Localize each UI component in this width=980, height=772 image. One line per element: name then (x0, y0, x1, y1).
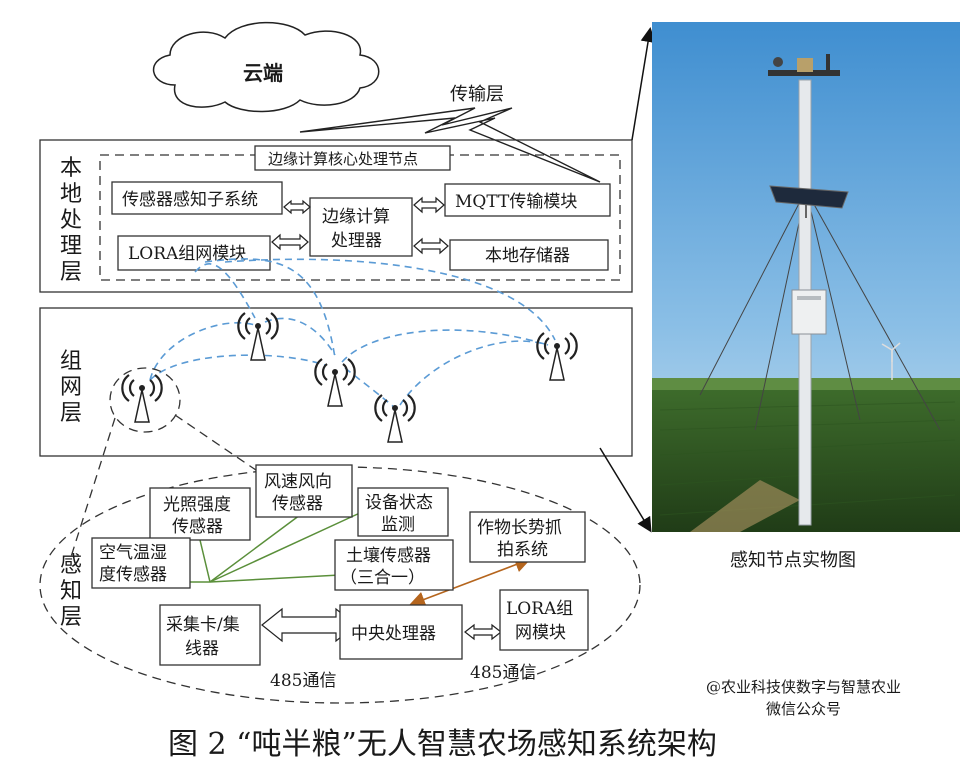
crop-capture-label-2: 拍系统 (497, 540, 548, 560)
svg-text:层: 层 (60, 401, 82, 426)
sensing-node-photo (652, 22, 960, 532)
sensing-layer-ellipse (39, 466, 641, 704)
network-layer-box (39, 307, 633, 457)
zoom-line-left (69, 417, 116, 561)
soil-sensor-box (334, 539, 454, 591)
sensor-subsystem-box (111, 181, 283, 215)
edge-node-title: 边缘计算核心处理节点 (268, 150, 418, 168)
photo-pointer-top (631, 27, 656, 141)
device-monitor-box (357, 487, 449, 537)
sensor-subsystem-label: 传感器感知子系统 (122, 190, 258, 210)
svg-text:层: 层 (60, 260, 82, 285)
sensing-lora-box (499, 589, 589, 651)
crop-capture-box (469, 511, 586, 563)
sensing-lora-label-1: LORA组 (506, 599, 573, 619)
svg-text:理: 理 (60, 234, 82, 259)
edge-processor-box (309, 197, 413, 257)
svg-text:本: 本 (60, 156, 82, 181)
wind-sensor-label-1: 风速风向 (264, 472, 332, 492)
svg-text:处: 处 (60, 208, 82, 233)
sensing-lora-label-2: 网模块 (515, 623, 566, 643)
radio-links (149, 258, 556, 409)
svg-text:层: 层 (60, 605, 82, 630)
wind-sensor-box (255, 464, 353, 518)
device-monitor-label-2: 监测 (381, 515, 415, 535)
light-sensor-label-1: 光照强度 (163, 495, 231, 515)
lora-module-box (117, 235, 271, 271)
crop-capture-label-1: 作物长势抓 (477, 518, 562, 538)
watermark-line-2: 微信公众号 (766, 700, 841, 718)
light-sensor-label-2: 传感器 (172, 517, 223, 537)
cloud-label: 云端 (243, 61, 283, 85)
comm-485-left: 485通信 (270, 671, 336, 691)
local-storage-label: 本地存储器 (485, 246, 570, 266)
lightning-icon (299, 107, 601, 183)
device-monitor-label-1: 设备状态 (365, 493, 433, 513)
local-layer-label: 本 地 处 理 层 (60, 156, 82, 285)
svg-text:知: 知 (60, 579, 82, 604)
svg-text:组: 组 (60, 349, 82, 374)
photo-caption: 感知节点实物图 (730, 550, 856, 571)
network-layer-label: 组 网 层 (60, 349, 82, 426)
zoom-circle (109, 367, 181, 433)
antenna-icon (536, 331, 578, 382)
edge-processor-label-2: 处理器 (331, 231, 382, 251)
local-storage-box (449, 239, 609, 271)
lora-module-label: LORA组网模块 (128, 244, 246, 264)
photo-pointer-bottom (599, 447, 652, 533)
edge-node-title-box (254, 145, 451, 171)
wind-sensor-label-2: 传感器 (272, 494, 323, 514)
antenna-icon (314, 357, 356, 408)
capture-link-arrow (409, 557, 531, 607)
air-sensor-box (91, 537, 191, 589)
light-sensor-box (149, 487, 251, 541)
central-processor-box (339, 604, 463, 660)
air-sensor-label-2: 度传感器 (99, 565, 167, 585)
transport-layer-label: 传输层 (450, 84, 504, 105)
antenna-icon (121, 373, 163, 424)
soil-sensor-label-2: （三合一） (340, 568, 425, 588)
cloud-icon: 云端 (152, 21, 380, 113)
svg-text:感: 感 (60, 553, 82, 578)
collector-label-2: 线器 (185, 639, 219, 659)
soil-sensor-label-1: 土壤传感器 (346, 545, 431, 566)
mqtt-module-label: MQTT传输模块 (455, 192, 577, 212)
air-sensor-label-1: 空气温湿 (99, 543, 167, 563)
edge-processor-label-1: 边缘计算 (322, 207, 390, 227)
figure-caption: 图 2 “吨半粮”无人智慧农场感知系统架构 (168, 727, 717, 762)
collector-box (159, 604, 261, 666)
svg-text:网: 网 (60, 375, 82, 400)
comm-485-right: 485通信 (470, 663, 536, 683)
double-arrow-icons (261, 196, 502, 643)
antenna-icon (374, 393, 416, 444)
mqtt-module-box (444, 183, 611, 217)
sensing-layer-label: 感 知 层 (60, 553, 82, 630)
collector-label-1: 采集卡/集 (166, 615, 240, 635)
watermark-line-1: @农业科技侠数字与智慧农业 (706, 678, 901, 696)
svg-text:地: 地 (60, 182, 82, 207)
local-layer-box (39, 139, 633, 293)
central-processor-label: 中央处理器 (351, 624, 436, 644)
